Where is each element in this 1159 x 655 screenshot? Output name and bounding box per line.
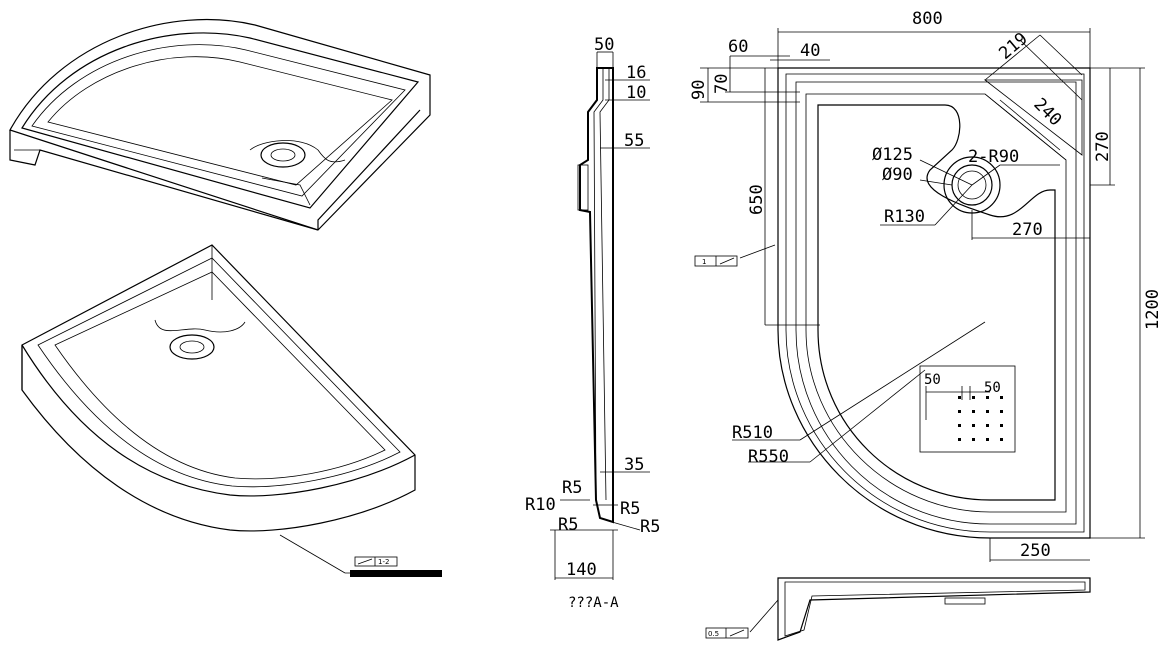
sec-radius-r5-c: R5 xyxy=(558,515,578,535)
dim-width-800: 800 xyxy=(912,9,943,29)
detail-tag-left: 1-2 xyxy=(350,556,442,577)
plan-view xyxy=(700,28,1145,562)
dim-dia-90: Ø90 xyxy=(882,165,913,185)
dim-250: 250 xyxy=(1020,541,1051,561)
sec-dim-50: 50 xyxy=(594,35,614,55)
dim-length-1200: 1200 xyxy=(1143,289,1159,330)
dim-60: 60 xyxy=(728,37,748,57)
dim-40: 40 xyxy=(800,41,820,61)
dim-r510: R510 xyxy=(732,423,773,443)
detail-tag-bottom: 0.5 xyxy=(705,627,749,639)
sec-radius-r5-a: R5 xyxy=(562,478,582,498)
sec-dim-140: 140 xyxy=(566,560,597,580)
dim-2-r90: 2-R90 xyxy=(968,147,1019,167)
tag-bottom-text: 0.5 xyxy=(708,630,719,638)
dim-219: 219 xyxy=(995,29,1031,64)
vent-holes xyxy=(958,396,1003,441)
dim-r130: R130 xyxy=(884,207,925,227)
side-view-bottom xyxy=(749,577,1091,641)
dim-r550: R550 xyxy=(748,447,789,467)
sec-dim-10: 10 xyxy=(626,83,646,103)
tag-note-bar xyxy=(350,570,442,577)
sec-dim-16: 16 xyxy=(626,63,646,83)
tag-mid-text: 1 xyxy=(702,258,706,266)
isometric-view-top xyxy=(9,18,431,231)
dim-90: 90 xyxy=(689,80,709,100)
dim-vent-50-a: 50 xyxy=(924,372,941,388)
isometric-view-bottom xyxy=(21,244,440,574)
dim-270-horizontal: 270 xyxy=(1012,220,1043,240)
sec-radius-r5-b: R5 xyxy=(620,499,640,519)
section-view xyxy=(550,51,650,580)
dim-vent-50-b: 50 xyxy=(984,380,1001,396)
sec-radius-r5-d: R5 xyxy=(640,517,660,537)
dim-240: 240 xyxy=(1029,94,1065,130)
sec-dim-35: 35 xyxy=(624,455,644,475)
sec-dim-55: 55 xyxy=(624,131,644,151)
dim-270-vertical: 270 xyxy=(1093,131,1113,162)
dim-70: 70 xyxy=(712,74,732,94)
sec-radius-r10: R10 xyxy=(525,495,556,515)
dim-650: 650 xyxy=(747,184,767,215)
tag-left-text: 1-2 xyxy=(378,558,389,566)
section-label: ???A-A xyxy=(568,595,619,611)
dim-dia-125: Ø125 xyxy=(872,145,913,165)
detail-tag-middle: 1 xyxy=(694,255,738,267)
